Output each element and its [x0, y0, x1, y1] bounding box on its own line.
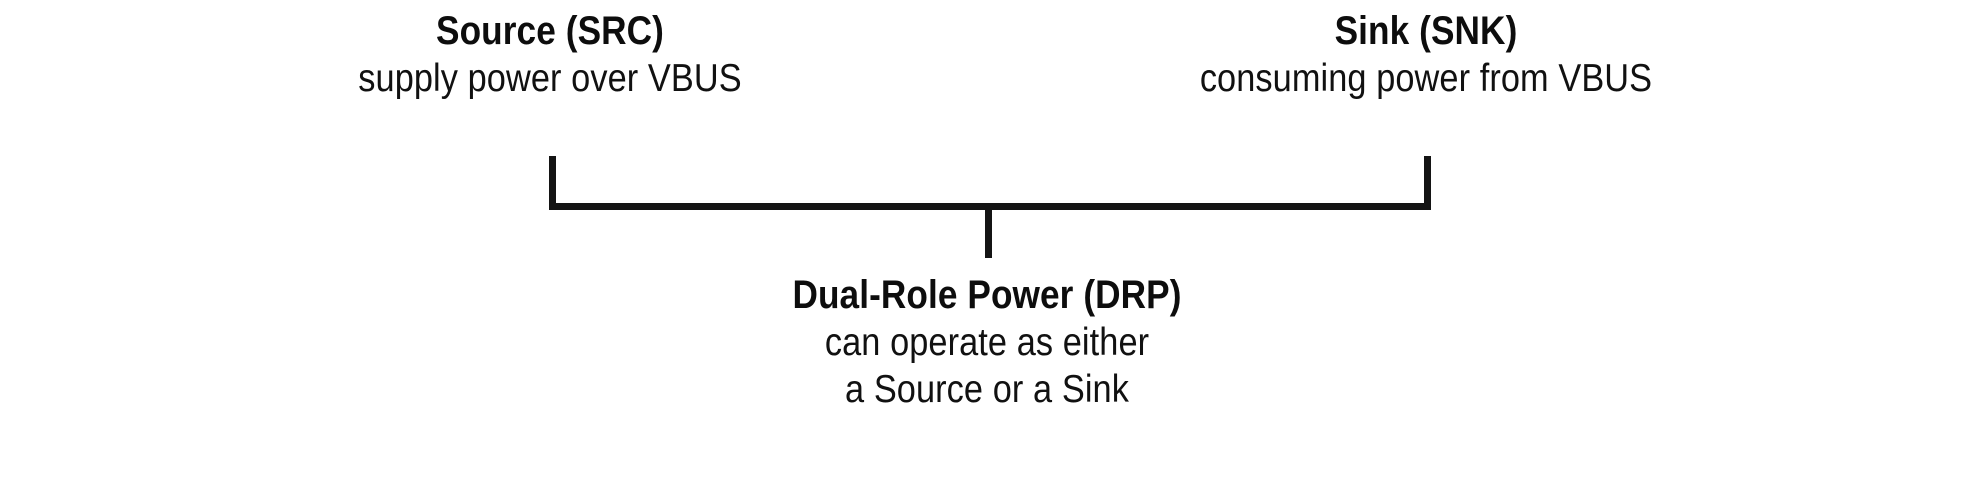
node-dual-role-power-description-line1: can operate as either	[824, 321, 1150, 364]
node-source-description: supply power over VBUS	[358, 57, 742, 100]
node-source: Source (SRC) supply power over VBUS	[0, 8, 1100, 102]
connector-crossbar	[549, 203, 1431, 210]
node-dual-role-power: Dual-Role Power (DRP) can operate as eit…	[437, 272, 1537, 413]
node-source-title: Source (SRC)	[436, 9, 664, 53]
node-dual-role-power-description-line2: a Source or a Sink	[845, 368, 1129, 411]
node-dual-role-power-title: Dual-Role Power (DRP)	[792, 273, 1182, 317]
connector-left-riser	[549, 156, 556, 210]
node-sink-title: Sink (SNK)	[1334, 9, 1518, 53]
connector-center-stem	[985, 210, 992, 258]
node-sink-description: consuming power from VBUS	[1199, 57, 1653, 100]
connector-right-riser	[1424, 156, 1431, 210]
node-sink: Sink (SNK) consuming power from VBUS	[876, 8, 1968, 102]
